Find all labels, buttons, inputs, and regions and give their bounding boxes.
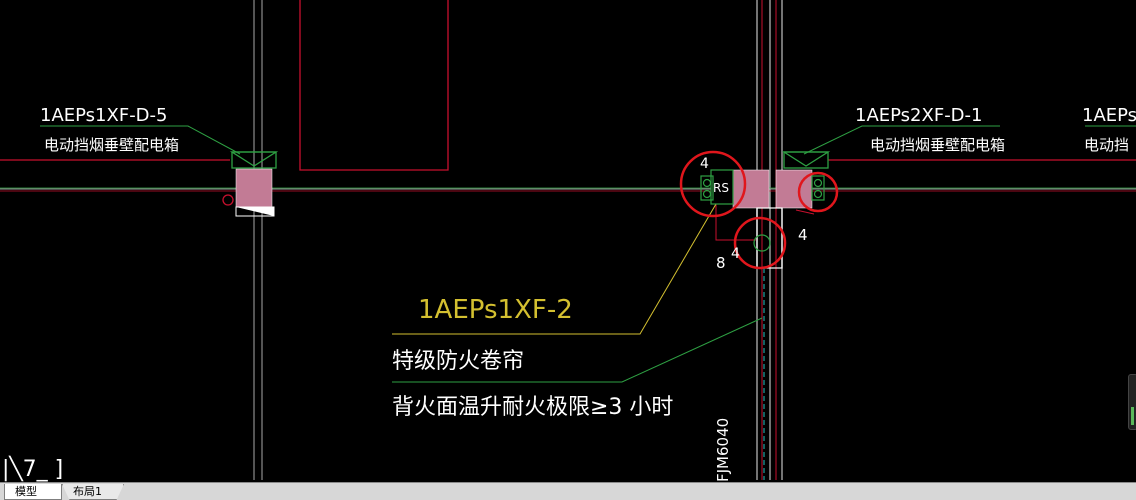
- tab-layout1[interactable]: 布局1: [62, 484, 124, 500]
- scroll-indicator: [1131, 407, 1134, 425]
- leader-line: [392, 317, 763, 383]
- terminal-block: [700, 175, 714, 201]
- edge-box-name: 电动挡: [1084, 136, 1129, 154]
- door-wedge: [236, 207, 274, 216]
- corner-text: |╲7_ ]: [2, 455, 63, 482]
- terminal-icon: [702, 189, 712, 199]
- markup-circle: [797, 171, 839, 213]
- cable-count-label: 4: [798, 226, 808, 244]
- door-wedge-frame: [235, 206, 275, 217]
- rs-module[interactable]: [710, 169, 734, 205]
- right-box-name: 电动挡烟垂壁配电箱: [870, 136, 1005, 154]
- terminal-icon: [702, 178, 712, 188]
- shutter-button-icon: [753, 234, 771, 252]
- cable-count-label: 8: [716, 254, 726, 272]
- terminal-icon: [813, 189, 823, 199]
- tab-model[interactable]: 模型: [4, 484, 62, 500]
- leader-line: [803, 125, 1000, 155]
- red-cable: [795, 209, 815, 215]
- box-cover-frame: [783, 151, 829, 169]
- markup-circle: [679, 150, 747, 218]
- connector-icon: [222, 194, 234, 206]
- markup-circle: [733, 216, 787, 270]
- red-cable: [299, 0, 449, 171]
- shutter-code: 1AEPs1XF-2: [418, 295, 573, 325]
- shutter-note-line1: 特级防火卷帘: [392, 349, 524, 374]
- box-cover-frame: [231, 151, 277, 169]
- cable-count-label: 4: [731, 246, 740, 262]
- rs-label: RS: [713, 181, 729, 195]
- cable-count-label: 4: [700, 156, 709, 172]
- leader-line: [40, 125, 241, 155]
- shutter-frame: [756, 207, 783, 269]
- left-box-name: 电动挡烟垂壁配电箱: [44, 136, 179, 154]
- side-scroll-handle[interactable]: [1128, 374, 1136, 430]
- box-cover: [781, 151, 831, 167]
- layout-tab-bar: 模型 布局1: [0, 482, 1136, 500]
- drawing-canvas[interactable]: RS 1AEPs1XF-D-5 电动挡烟垂壁配电箱 1AEPs2XF-D-1 电…: [0, 0, 1136, 482]
- distribution-box-left[interactable]: [235, 168, 273, 208]
- terminal-icon: [813, 178, 823, 188]
- shutter-note-line2: 背火面温升耐火极限≥3 小时: [392, 395, 673, 420]
- left-box-code: 1AEPs1XF-D-5: [40, 105, 168, 126]
- terminal-block: [811, 175, 825, 201]
- door-code: FJM6040: [714, 418, 732, 482]
- right-box-code: 1AEPs2XF-D-1: [855, 105, 983, 126]
- leader-line: [392, 203, 717, 335]
- edge-box-code: 1AEPs: [1082, 105, 1136, 126]
